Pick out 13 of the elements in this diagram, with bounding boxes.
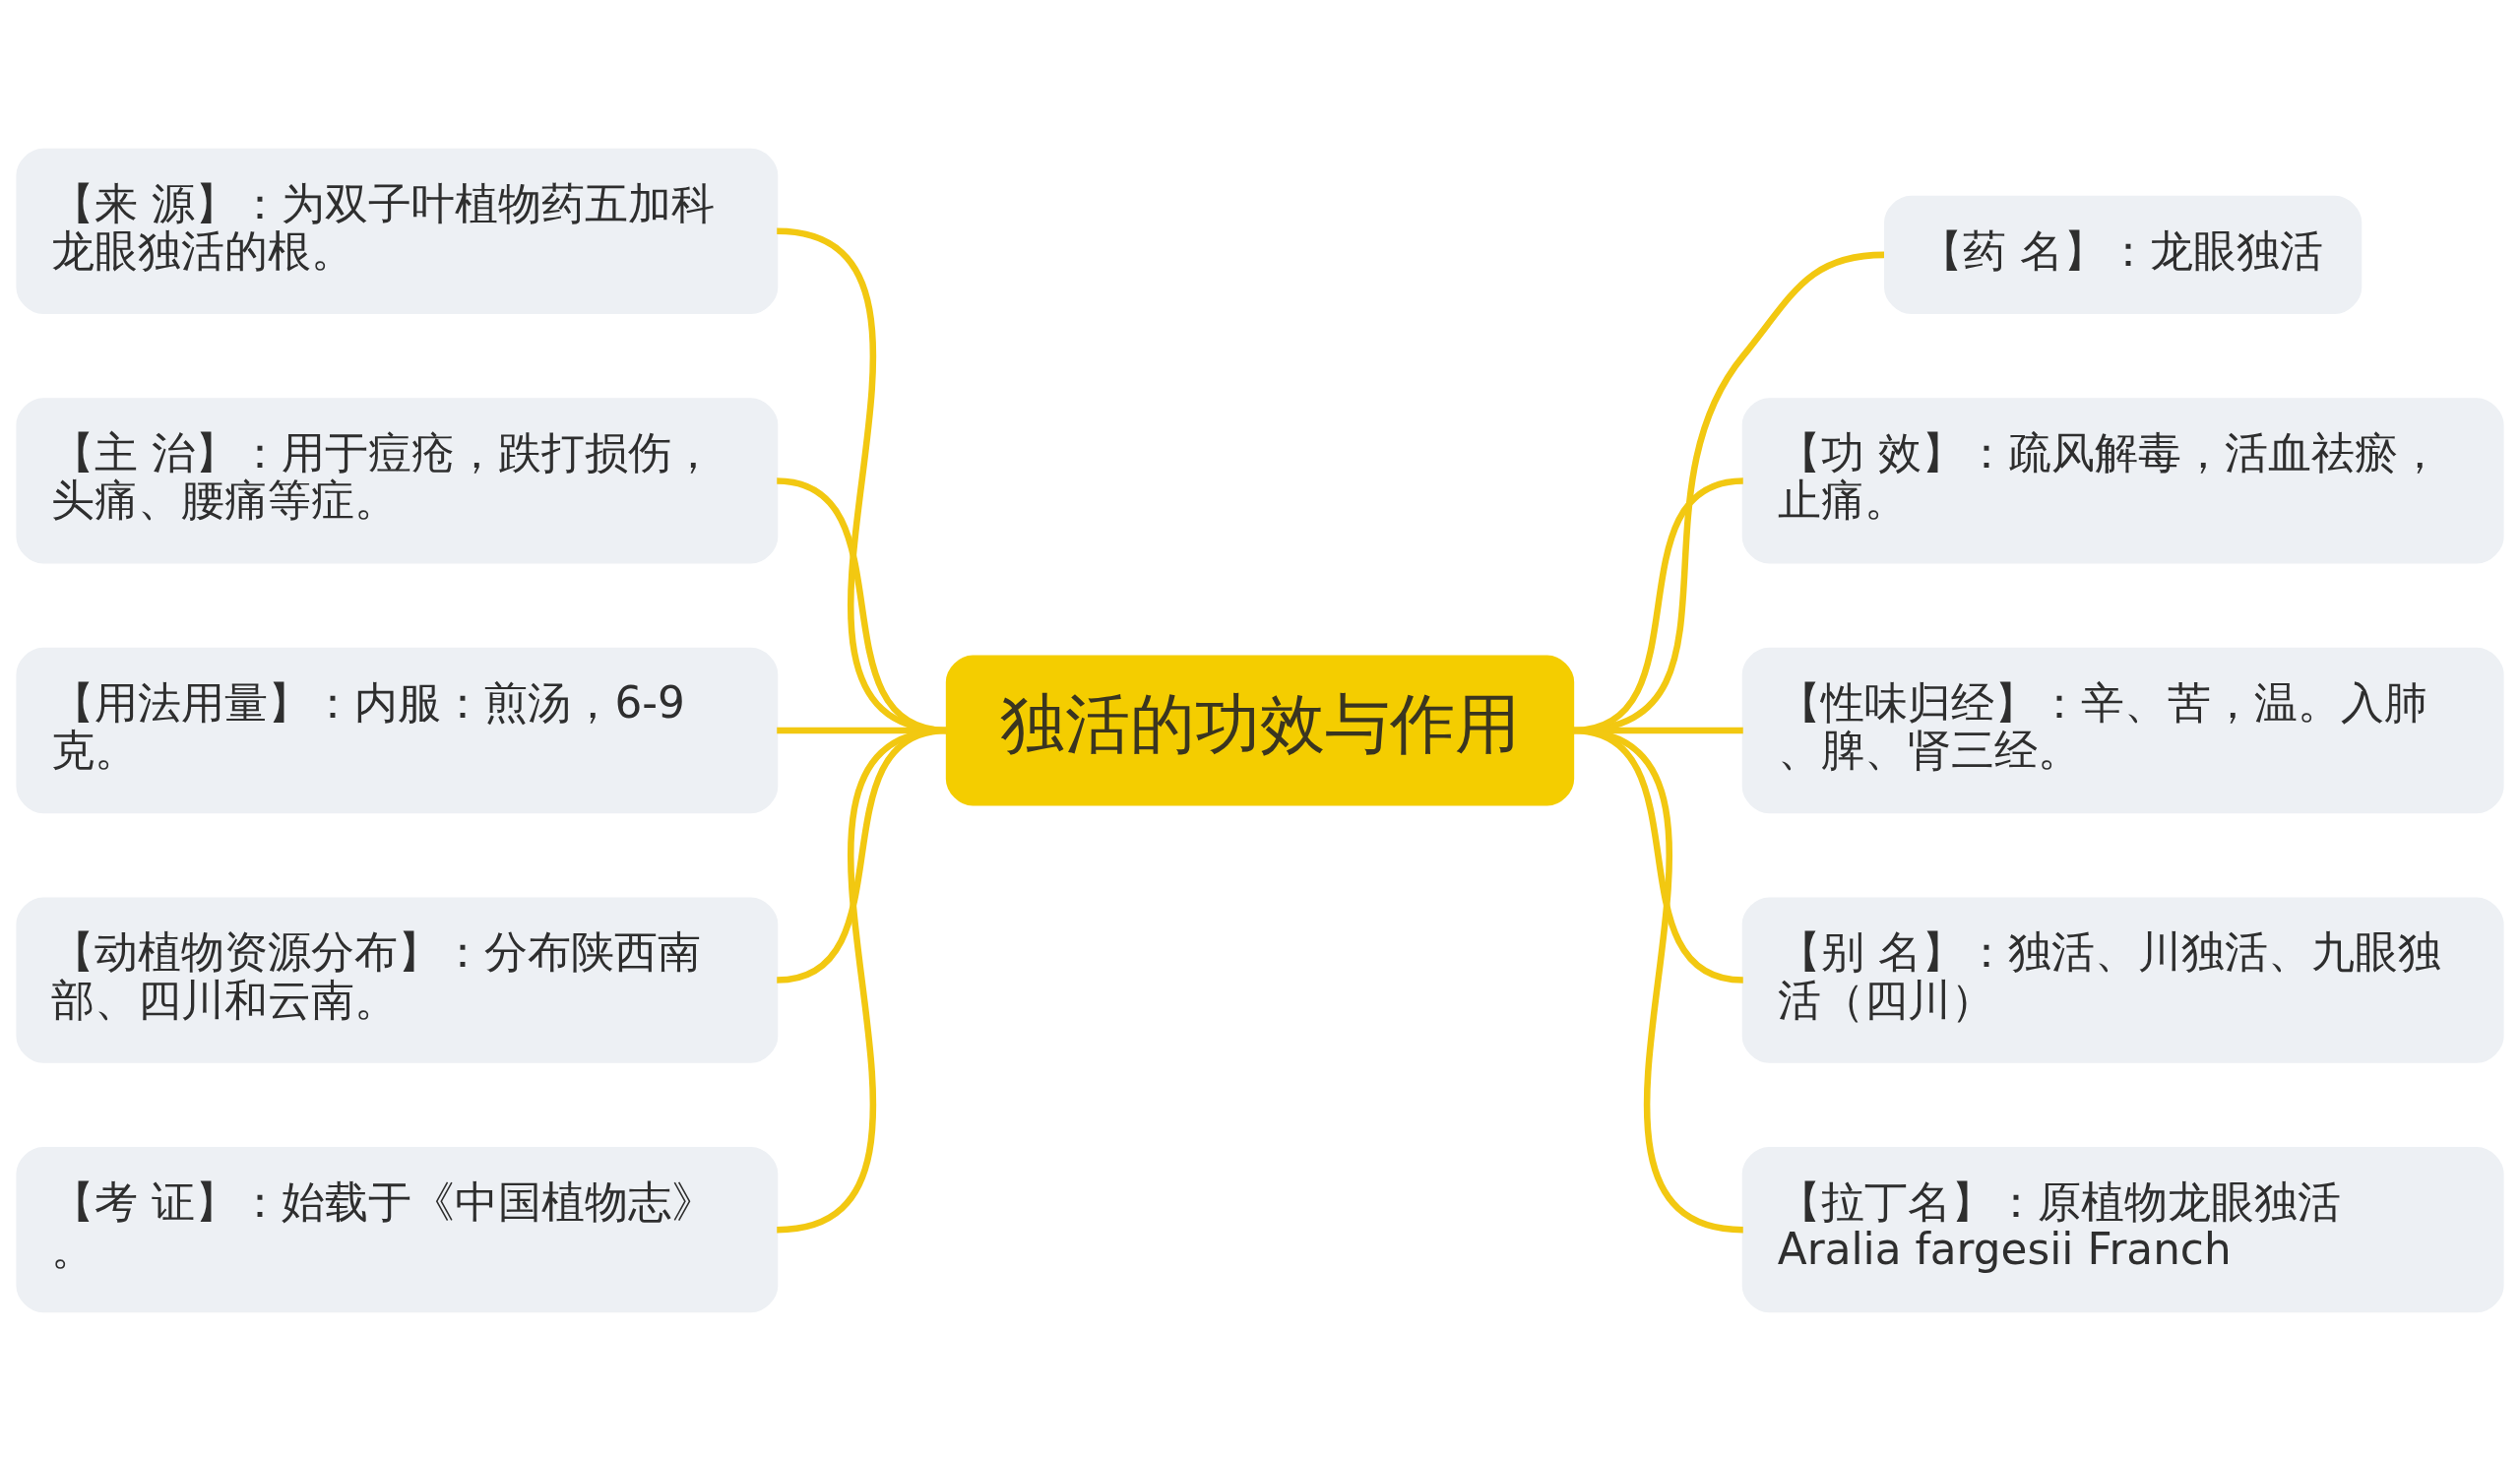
connector [776,727,948,1233]
connector [1572,727,1744,1233]
node-box: 独活的功效与作用 [945,655,1575,805]
node-box: 【用法用量】：内服：煎汤，6-9克。 [16,647,779,813]
node-box: 【药 名】：龙眼独活 [1883,195,2362,314]
node-box: 【动植物资源分布】：分布陕西南部、四川和云南。 [16,896,779,1063]
node-box: 【考 证】：始载于《中国植物志》。 [16,1146,779,1312]
node-box: 【性味归经】：辛、苦，温。入肺、脾、肾三经。 [1741,647,2504,813]
node-box: 【别 名】：独活、川独活、九眼独活（四川） [1741,896,2504,1063]
node-box: 【拉丁名】：原植物龙眼独活Aralia fargesii Franch [1741,1146,2504,1312]
node-box: 【来 源】：为双子叶植物药五加科龙眼独活的根。 [16,148,779,314]
node-box: 【主 治】：用于痘疮，跌打损伤，头痛、腰痛等症。 [16,397,779,564]
node-box: 【功 效】：疏风解毒，活血祛瘀，止痛。 [1741,397,2504,564]
